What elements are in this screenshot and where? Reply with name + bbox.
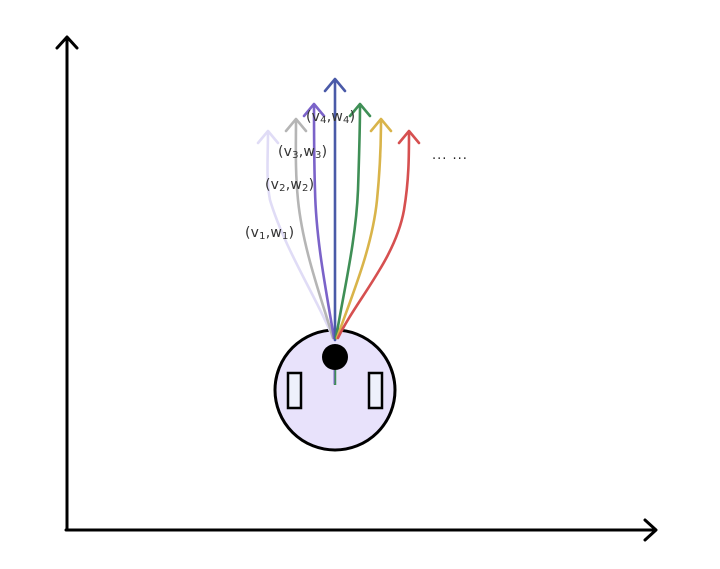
label-w1-w: w bbox=[270, 225, 283, 241]
label-v3-w3: (v3,w3) bbox=[278, 144, 328, 161]
trajectory-2-arrowhead-icon bbox=[284, 117, 308, 133]
trajectory-6-arrowhead-icon bbox=[369, 117, 393, 133]
label-v2-index: 2 bbox=[279, 183, 286, 194]
x-axis-arrowhead-icon bbox=[643, 518, 658, 542]
left-wheel bbox=[286, 371, 303, 410]
label-v4-v: v bbox=[311, 109, 321, 125]
label-w2-index: 2 bbox=[302, 183, 309, 194]
label-v4-index: 4 bbox=[320, 115, 327, 126]
trajectory-2 bbox=[294, 118, 335, 340]
robot-caster bbox=[322, 344, 348, 370]
trajectory-7 bbox=[336, 130, 411, 340]
label-v2-v: v bbox=[270, 177, 280, 193]
trajectory-3-arrowhead-icon bbox=[302, 102, 326, 118]
label-v3-v: v bbox=[283, 144, 293, 160]
trajectory-5-arrowhead-icon bbox=[348, 102, 372, 118]
trajectory-3 bbox=[312, 103, 336, 340]
label-w3-w: w bbox=[303, 144, 316, 160]
label-w2-w: w bbox=[290, 177, 303, 193]
label-v4-w4: (v4,w4) bbox=[306, 109, 356, 126]
robot bbox=[273, 328, 397, 452]
label-v1-w1: (v1,w1) bbox=[245, 225, 295, 242]
trajectory-6 bbox=[335, 118, 383, 340]
label-w4-w: w bbox=[331, 109, 344, 125]
label-w3-index: 3 bbox=[315, 150, 322, 161]
label-v1-v: v bbox=[250, 225, 260, 241]
trajectory-5 bbox=[334, 103, 362, 340]
label-w4-index: 4 bbox=[343, 115, 350, 126]
trajectory-7-arrowhead-icon bbox=[397, 129, 421, 145]
trajectory-4-arrowhead-icon bbox=[323, 77, 347, 93]
y-axis-arrowhead-icon bbox=[55, 35, 79, 50]
axes bbox=[55, 35, 658, 542]
label-v1-index: 1 bbox=[259, 231, 266, 242]
right-wheel bbox=[367, 371, 384, 410]
trajectory-1 bbox=[266, 130, 335, 340]
ellipsis-more-trajectories: ... ... bbox=[432, 148, 468, 163]
trajectories bbox=[256, 77, 421, 342]
trajectory-1-arrowhead-icon bbox=[256, 129, 280, 145]
label-v2-w2: (v2,w2) bbox=[265, 177, 315, 194]
label-w1-index: 1 bbox=[282, 231, 289, 242]
label-v3-index: 3 bbox=[292, 150, 299, 161]
